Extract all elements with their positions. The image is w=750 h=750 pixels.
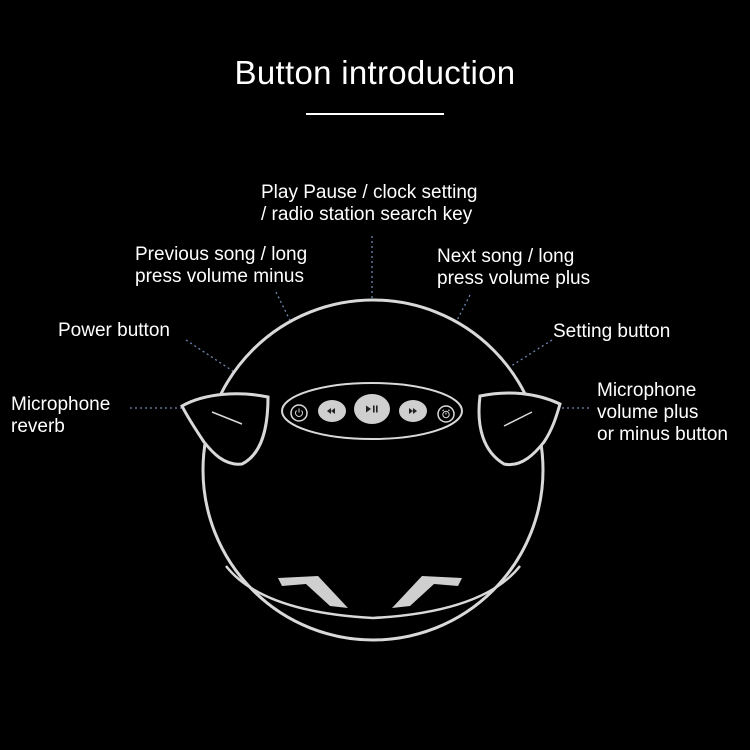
setting-button[interactable] xyxy=(437,405,455,423)
label-mic-reverb-line2: reverb xyxy=(11,416,65,437)
power-icon xyxy=(295,408,303,417)
right-eye-mark xyxy=(392,576,462,608)
label-previous: Previous song / long press volume minus xyxy=(135,244,307,288)
page-title: Button introduction xyxy=(234,54,516,91)
play-pause-button[interactable] xyxy=(354,394,390,424)
label-next-line2: press volume plus xyxy=(437,268,591,289)
label-mic-volume-line2: volume plus xyxy=(597,402,699,423)
rewind-icon xyxy=(327,408,335,414)
label-setting: Setting button xyxy=(553,321,670,343)
label-next: Next song / long press volume plus xyxy=(437,246,590,290)
next-button[interactable] xyxy=(399,400,427,422)
label-play-pause-line2: / radio station search key xyxy=(261,204,473,225)
speaker-body xyxy=(201,298,545,642)
mic-volume-knob[interactable] xyxy=(477,391,562,467)
label-power: Power button xyxy=(58,320,170,342)
play-pause-icon xyxy=(366,405,378,413)
label-mic-volume-line1: Microphone xyxy=(597,380,697,401)
title-underline xyxy=(306,113,444,115)
label-previous-line1: Previous song / long xyxy=(135,244,308,265)
label-next-line1: Next song / long xyxy=(437,246,575,267)
previous-button[interactable] xyxy=(318,400,346,422)
label-setting-line1: Setting button xyxy=(553,321,671,342)
fast-forward-icon xyxy=(409,408,417,414)
label-mic-reverb: Microphone reverb xyxy=(11,394,110,438)
label-previous-line2: press volume minus xyxy=(135,266,304,287)
label-mic-volume: Microphone volume plus or minus button xyxy=(597,380,728,446)
power-button[interactable] xyxy=(290,404,308,422)
left-eye-mark xyxy=(278,576,348,608)
label-mic-reverb-line1: Microphone xyxy=(11,394,111,415)
alarm-clock-icon xyxy=(442,409,450,419)
label-play-pause: Play Pause / clock setting / radio stati… xyxy=(261,182,478,226)
label-play-pause-line1: Play Pause / clock setting xyxy=(261,182,478,203)
speaker-chin-line xyxy=(225,565,521,620)
mic-reverb-knob[interactable] xyxy=(180,392,270,466)
label-power-line1: Power button xyxy=(58,320,170,341)
label-mic-volume-line3: or minus button xyxy=(597,424,728,445)
